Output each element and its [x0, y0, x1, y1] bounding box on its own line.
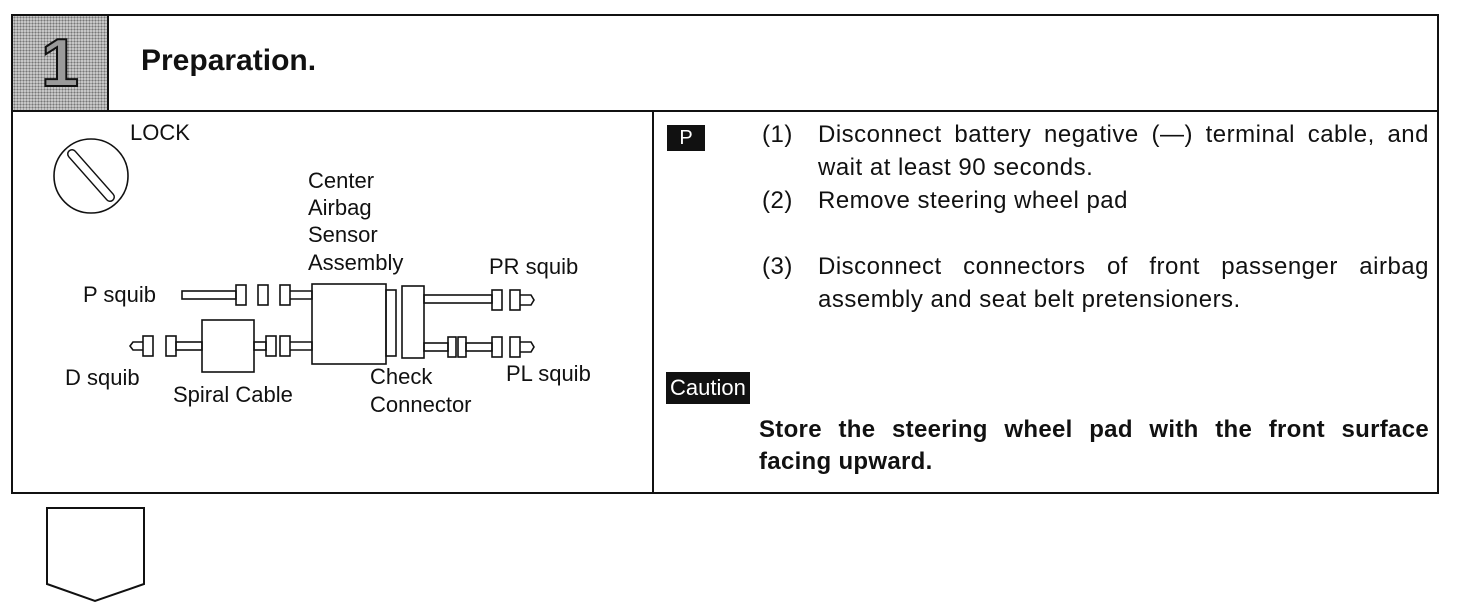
step-header: 1 Preparation.: [13, 16, 1437, 112]
ignition-key-icon: [53, 138, 129, 214]
step-3-text: Disconnect connectors of front passenger…: [818, 253, 1429, 313]
sensor-label: Sensor: [308, 222, 378, 247]
spiral-cable-label: Spiral Cable: [173, 382, 293, 407]
caution-text: Store the steering wheel pad with the fr…: [759, 416, 1429, 475]
d-squib-harness: [175, 341, 203, 351]
d-squib-connector-b: [165, 335, 177, 357]
step-1-text: Disconnect battery negative (—) terminal…: [818, 121, 1429, 181]
check-label: Check: [370, 364, 433, 389]
procedure-table: 1 Preparation.: [11, 14, 1439, 494]
pl-squib-connector-a: [447, 336, 457, 358]
instruction-step-3: (3) Disconnect connectors of front passe…: [762, 250, 1429, 316]
instruction-step-2: (2) Remove steering wheel pad: [762, 184, 1429, 217]
instructions-cell: P (1) Disconnect battery negative (—) te…: [654, 110, 1439, 492]
pl-squib-plug: [520, 341, 535, 353]
d-squib-connector-a: [142, 335, 154, 357]
center-label: Center: [308, 168, 374, 193]
d-squib-plug: [129, 341, 143, 351]
sensor-lead-left-upper: [290, 290, 313, 300]
airbag-label: Airbag: [308, 195, 372, 220]
d-squib-label: D squib: [65, 365, 140, 390]
pr-squib-harness: [423, 294, 493, 304]
wiring-diagram-cell: LOCK Center Airbag Sensor Assembly PR sq…: [13, 110, 654, 492]
pl-squib-connector-c: [491, 336, 503, 358]
pl-squib-harness-a: [423, 342, 449, 352]
pl-squib-harness-b: [465, 342, 493, 352]
pr-squib-connector-b: [509, 289, 521, 311]
lock-label: LOCK: [130, 120, 190, 145]
instruction-step-1: (1) Disconnect battery negative (—) term…: [762, 118, 1429, 184]
p-squib-harness: [181, 290, 237, 300]
p-squib-label: P squib: [83, 282, 156, 307]
step-1-number: (1): [762, 121, 793, 148]
pl-squib-label: PL squib: [506, 361, 591, 386]
step-number-box: 1: [13, 16, 109, 110]
procedure-badge: P: [667, 125, 705, 151]
step-title: Preparation.: [141, 44, 317, 77]
p-squib-connector-a: [235, 284, 247, 306]
pr-squib-label: PR squib: [489, 254, 578, 279]
caution-badge: Caution: [666, 372, 750, 404]
sensor-connector-right: [385, 289, 397, 357]
step-3-number: (3): [762, 253, 793, 280]
spiral-cable-box: [201, 319, 255, 373]
pl-squib-connector-d: [509, 336, 521, 358]
step-number: 1: [40, 25, 80, 101]
connector-label: Connector: [370, 392, 472, 417]
center-airbag-sensor-assembly: [311, 283, 387, 365]
assembly-label: Assembly: [308, 250, 403, 275]
airbag-wiring-diagram: LOCK Center Airbag Sensor Assembly PR sq…: [53, 120, 591, 417]
step-2-number: (2): [762, 187, 793, 214]
pr-squib-connector-a: [491, 289, 503, 311]
step-2-text: Remove steering wheel pad: [818, 187, 1129, 214]
sensor-connector-left-upper: [279, 284, 291, 306]
pr-squib-plug: [520, 294, 535, 306]
check-connector-block: [401, 285, 425, 359]
spiral-to-sensor-harness-a: [253, 341, 267, 351]
key-slot-inner: [68, 150, 114, 201]
spiral-connector-a: [265, 335, 277, 357]
pl-squib-connector-b: [457, 336, 467, 358]
p-squib-connector-b: [257, 284, 269, 306]
spiral-connector-b: [279, 335, 291, 357]
next-step-arrow-icon: [46, 507, 145, 603]
sensor-lead-left-lower: [290, 341, 313, 351]
